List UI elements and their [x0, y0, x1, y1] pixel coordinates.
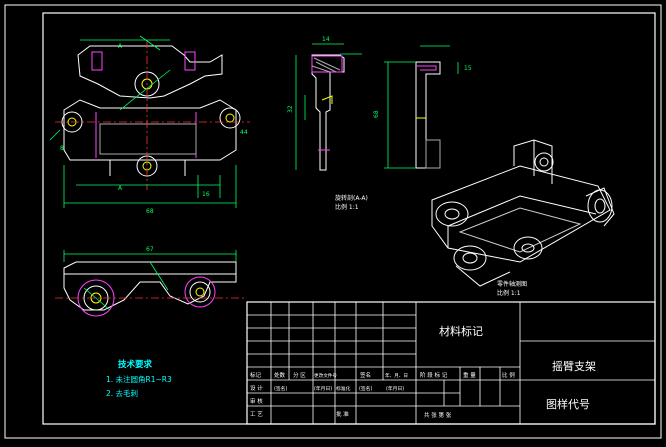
bottom-view — [63, 261, 237, 317]
process-label: 工 艺 — [250, 411, 263, 418]
tech-item-1: 1. 未注圆角R1~R3 — [106, 374, 172, 384]
dim-front-height: 44 — [240, 129, 248, 136]
title-block — [246, 301, 656, 425]
dim-profile-top: 14 — [322, 36, 330, 43]
hdr-mark: 标记 — [250, 371, 262, 379]
dim-rib: 8 — [60, 145, 64, 152]
standardize-date: (年月日) — [386, 385, 404, 392]
section-dim-labels: 14 32 — [287, 36, 330, 113]
design-label: 设 计 — [250, 384, 263, 392]
dim-bottom-width: 67 — [146, 246, 154, 253]
standardize-label: 标准化 — [336, 385, 351, 392]
weight-label: 重 量 — [463, 371, 476, 379]
dim-label-section: A — [118, 43, 123, 50]
material-mark: 材料标记 — [439, 324, 483, 338]
title-row-headers: 标记 处数 分 区 更改文件号 签名 年、月、日 — [250, 371, 408, 379]
isometric-view — [431, 139, 615, 287]
dim-label-section-bottom: A — [118, 185, 123, 192]
dim-profile-gap: 32 — [287, 105, 294, 113]
iso-captions: 零件轴测图 比例 1:1 — [497, 280, 527, 297]
drawing-code: 图样代号 — [546, 397, 590, 411]
front-dim-labels: A A 68 16 8 44 — [60, 43, 248, 215]
dim-front-width: 68 — [146, 208, 154, 215]
bottom-dimensions — [63, 250, 237, 311]
tech-item-2: 2. 去毛刺 — [106, 388, 138, 398]
front-dimensions — [49, 35, 237, 208]
review-label: 审 核 — [250, 397, 263, 405]
hdr-count: 处数 — [274, 371, 286, 379]
dim-pad: 16 — [202, 191, 210, 198]
hdr-change-doc: 更改文件号 — [314, 372, 337, 379]
title-design-row: 设 计 (签名) (年月日) 标准化 (签名) (年月日) — [250, 384, 404, 392]
approve-label: 批 准 — [336, 410, 349, 418]
tech-title: 技术要求 — [118, 359, 153, 370]
hdr-date: 年、月、日 — [385, 372, 408, 379]
front-centerlines — [55, 40, 250, 190]
standardize-sign: (签名) — [359, 385, 372, 392]
hdr-zone: 分 区 — [293, 371, 306, 379]
side-dimensions — [384, 45, 459, 169]
iso-scale: 比例 1:1 — [497, 289, 521, 297]
title-stage-headers: 阶 段 标 记 重 量 比 例 — [420, 371, 515, 379]
side-dim-labels: 68 15 — [373, 65, 472, 118]
title-block-text: 材料标记 摇臂支架 图样代号 标记 处数 分 区 更改文件号 签名 年、月、日 … — [250, 324, 596, 419]
dim-profile-height: 68 — [373, 110, 380, 118]
dim-profile-side: 15 — [464, 65, 472, 72]
section-note: 旋转剖(A-A) — [335, 194, 368, 202]
stage-mark-label: 阶 段 标 记 — [420, 371, 448, 379]
side-profile-view — [415, 61, 441, 169]
outer-frame — [4, 4, 662, 439]
section-captions: 旋转剖(A-A) 比例 1:1 — [335, 194, 368, 211]
section-dimensions — [295, 43, 362, 170]
section-scale: 比例 1:1 — [335, 203, 359, 211]
design-date: (年月日) — [314, 385, 332, 392]
design-sign: (签名) — [274, 385, 287, 392]
bottom-dim-labels: 67 — [146, 246, 154, 253]
front-view — [61, 45, 241, 177]
scale-label: 比 例 — [502, 371, 515, 379]
iso-note: 零件轴测图 — [497, 280, 527, 288]
hdr-signature: 签名 — [360, 371, 371, 379]
tech-requirements: 技术要求 1. 未注圆角R1~R3 2. 去毛刺 — [106, 359, 172, 398]
sheet-count: 共 张 第 张 — [424, 411, 452, 419]
part-name: 摇臂支架 — [552, 359, 596, 373]
title-approvals: 审 核 工 艺 批 准 共 张 第 张 — [250, 397, 452, 419]
section-view — [311, 54, 345, 171]
